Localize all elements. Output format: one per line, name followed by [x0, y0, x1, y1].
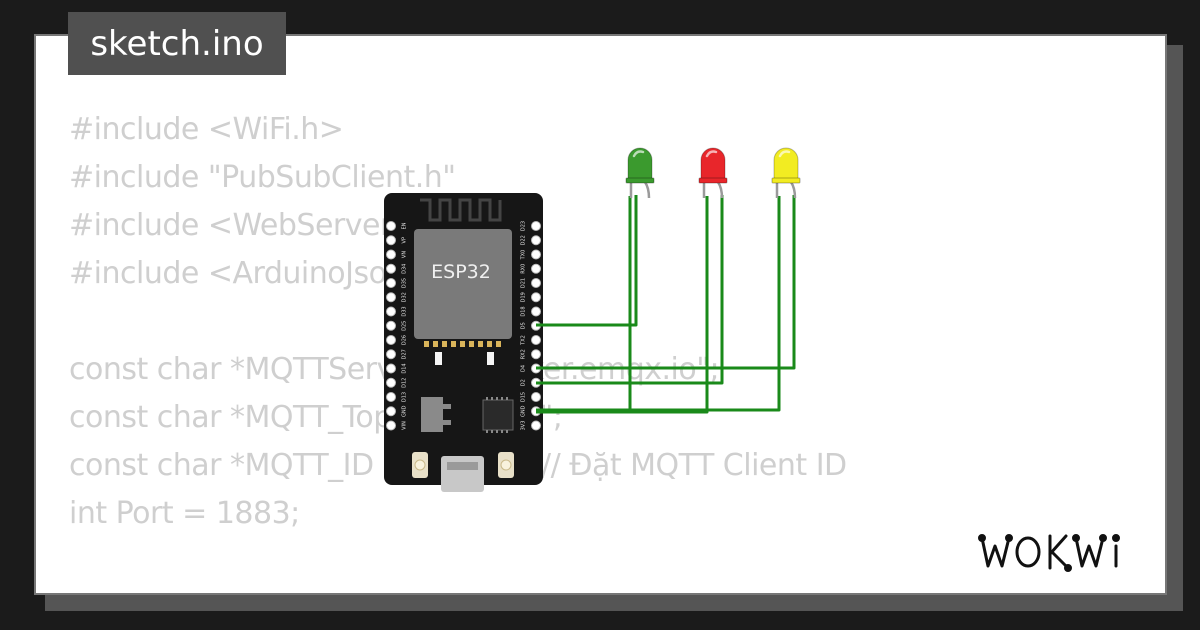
left-pin-header [386, 221, 396, 431]
led-group [625, 147, 801, 199]
pin-label: D21 [521, 278, 527, 288]
pin-hole-vin[interactable] [386, 420, 396, 431]
pin-label: D27 [402, 349, 408, 359]
code-line: #include "PubSubClient.h" [69, 160, 456, 195]
wire-gnd-green-cathode [536, 196, 632, 412]
pin-label: D34 [402, 264, 408, 274]
pin-hole-d21[interactable] [531, 278, 541, 288]
pin-label: D14 [402, 363, 408, 373]
wire-d2-red-anode [536, 195, 724, 385]
pin-hole-d32[interactable] [386, 292, 396, 303]
code-line: WiFiClient espClient; [69, 586, 847, 593]
code-line: int Port = 1883; [69, 496, 300, 531]
antenna-trace [420, 198, 502, 222]
led-red[interactable] [698, 147, 728, 199]
pin-hole-d35[interactable] [386, 278, 396, 288]
pin-hole-vn[interactable] [386, 249, 396, 260]
pin-label: D33 [402, 306, 408, 316]
wire-d5-green-anode [536, 195, 638, 327]
pin-label: D4 [521, 365, 527, 372]
pin-label: D26 [402, 335, 408, 345]
pin-label: D13 [402, 392, 408, 402]
pin-hole-d12[interactable] [386, 377, 396, 388]
pin-hole-d13[interactable] [386, 392, 396, 402]
pin-label: GND [402, 405, 408, 417]
pin-hole-vp[interactable] [386, 235, 396, 246]
led-yellow[interactable] [771, 147, 801, 199]
pin-hole-tx0[interactable] [531, 249, 541, 260]
smd-component [435, 352, 442, 365]
code-line: #include <WiFi.h> [69, 112, 344, 147]
pin-label: TX2 [521, 335, 527, 346]
chip-label: ESP32 [431, 261, 491, 283]
pin-hole-d14[interactable] [386, 363, 396, 374]
wokwi-logo [978, 534, 1120, 572]
pin-hole-d18[interactable] [531, 306, 541, 317]
chip-pads [424, 341, 501, 347]
pin-hole-d23[interactable] [531, 221, 541, 231]
pin-label: D22 [521, 235, 527, 245]
pin-hole-d33[interactable] [386, 306, 396, 317]
usb-port [441, 456, 484, 492]
pin-label: VN [402, 251, 408, 258]
file-name-tab: sketch.ino [68, 12, 286, 75]
pin-hole-d27[interactable] [386, 349, 396, 360]
pin-label: D25 [402, 321, 408, 331]
pin-hole-d25[interactable] [386, 320, 396, 331]
pin-hole-d19[interactable] [531, 292, 541, 303]
pin-label: 3V3 [521, 421, 527, 431]
pin-label: TX0 [521, 250, 527, 261]
esp32-board[interactable]: ESP32 [384, 193, 543, 492]
pin-hole-d34[interactable] [386, 263, 396, 274]
pin-label: RX0 [521, 264, 527, 274]
usb-chip [482, 399, 514, 431]
pin-label: EN [402, 222, 408, 229]
pin-hole-3v3[interactable] [531, 420, 541, 431]
pin-label: VP [402, 237, 408, 243]
pin-label: D5 [521, 322, 527, 329]
pin-hole-tx2[interactable] [531, 335, 541, 345]
pin-hole-gnd[interactable] [386, 406, 396, 417]
wire-gnd-red-cathode [536, 196, 709, 414]
pin-label: D18 [521, 306, 527, 316]
wire-d4-yellow-anode [536, 195, 796, 370]
pin-label: RX2 [521, 349, 527, 359]
pin-label: VIN [402, 421, 408, 430]
pin-hole-d15[interactable] [531, 392, 541, 402]
pin-label: D2 [521, 379, 527, 386]
pin-hole-d26[interactable] [386, 335, 396, 345]
pin-hole-en[interactable] [386, 221, 396, 231]
voltage-regulator [421, 397, 443, 432]
pin-label: GND [521, 405, 527, 417]
smd-component [487, 352, 494, 365]
pin-hole-rx0[interactable] [531, 263, 541, 274]
wires [536, 195, 796, 414]
pin-label: D15 [521, 392, 527, 402]
pin-label: D23 [521, 221, 527, 231]
pin-label: D19 [521, 292, 527, 302]
code-card: #include <WiFi.h> #include "PubSubClient.… [34, 34, 1167, 595]
pin-label: D32 [402, 292, 408, 302]
led-green[interactable] [625, 147, 655, 199]
pin-label: D12 [402, 378, 408, 388]
pin-hole-rx2[interactable] [531, 349, 541, 360]
pin-hole-d22[interactable] [531, 235, 541, 246]
pin-label: D35 [402, 278, 408, 288]
esp32-chip [414, 229, 512, 339]
wire-gnd-yellow-cathode [536, 196, 781, 412]
